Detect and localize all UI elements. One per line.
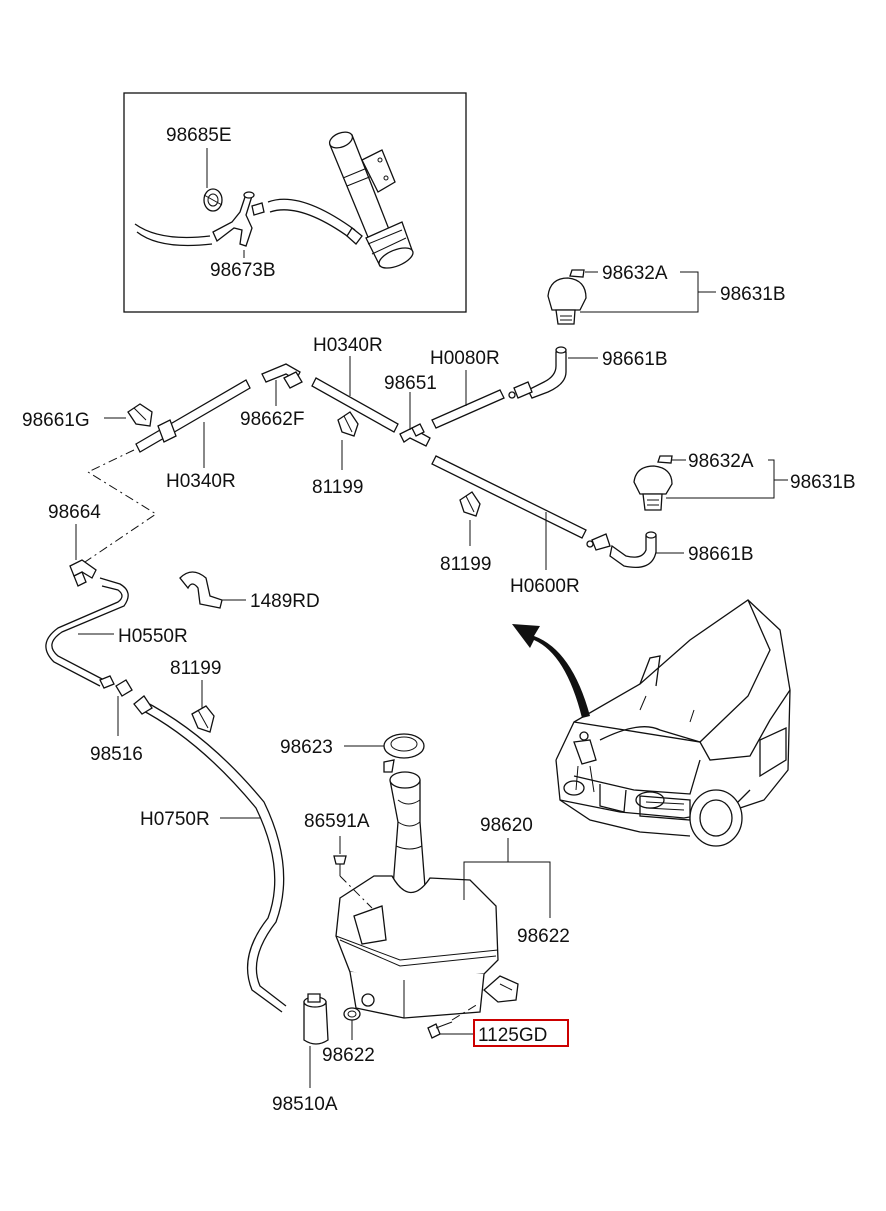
label-98631B-mid: 98631B: [790, 472, 856, 493]
label-98632A-mid: 98632A: [688, 451, 754, 472]
label-98651: 98651: [384, 373, 437, 394]
label-81199-c: 81199: [170, 658, 221, 679]
elbow-hose-98661B-top: [527, 351, 567, 399]
label-98510A: 98510A: [272, 1094, 338, 1115]
label-98622-right: 98622: [517, 926, 570, 947]
clip-81199-b: [459, 491, 481, 517]
bracket-98620: [463, 838, 551, 918]
label-98516: 98516: [90, 744, 143, 765]
clip-81199-c: [191, 705, 215, 733]
label-98622-bottom: 98622: [322, 1045, 375, 1066]
inset-hose-left: [134, 223, 213, 247]
routing-dashed-line: [81, 449, 157, 565]
inset-frame: [123, 92, 467, 313]
label-H0750R: H0750R: [140, 809, 210, 830]
elbow-98662F: [261, 363, 303, 389]
leader-1125GD-dash: [451, 1003, 479, 1021]
label-98661B-top: 98661B: [602, 349, 668, 370]
t-connector-98651: [399, 423, 431, 447]
label-98632A-top: 98632A: [602, 263, 668, 284]
hose-H0340R-left: [135, 379, 251, 453]
washer-nozzle-lower: [633, 455, 673, 511]
inset-clip: [203, 188, 223, 212]
bracket-98631B-mid: [666, 459, 788, 499]
hose-H0600R: [431, 455, 587, 539]
connector-lower: [586, 533, 611, 551]
label-98623: 98623: [280, 737, 333, 758]
hose-H0750R-end: [133, 695, 153, 715]
label-H0340R-top: H0340R: [313, 335, 383, 356]
filler-cap-98623: [383, 733, 425, 773]
clip-86591A: [333, 855, 347, 876]
label-98664: 98664: [48, 502, 101, 523]
elbow-hose-98661B-mid: [609, 535, 657, 569]
washer-pump-98510A: [303, 993, 329, 1045]
location-arrow: [512, 624, 590, 718]
hose-H0750R: [137, 699, 287, 1013]
hose-H0550R: [45, 577, 129, 687]
label-86591A: 86591A: [304, 811, 370, 832]
bracket-98631B-top: [580, 271, 716, 313]
connector-upper: [508, 381, 533, 399]
leader-86591A: [339, 875, 373, 909]
label-H0600R: H0600R: [510, 576, 580, 597]
inset-y-connector: [212, 191, 255, 247]
bolt-1125GD: [427, 1021, 453, 1039]
clip-1489RD: [179, 571, 223, 609]
hose-H0340R-upper: [311, 377, 399, 433]
label-98661B-mid: 98661B: [688, 544, 754, 565]
connector-98664: [69, 559, 97, 587]
grommet-98622: [343, 1007, 361, 1021]
label-98620: 98620: [480, 815, 533, 836]
label-H0550R: H0550R: [118, 626, 188, 647]
inset-hose-right: [267, 198, 356, 239]
hose-clip: [157, 419, 177, 443]
highlight-box-1125GD[interactable]: [473, 1019, 569, 1047]
label-inset-98673B: 98673B: [210, 260, 276, 281]
label-inset-98685E: 98685E: [166, 125, 232, 146]
inset-headlamp-nozzle: [328, 131, 414, 269]
label-81199-b: 81199: [440, 554, 491, 575]
joint-98516: [99, 675, 133, 697]
label-81199-a: 81199: [312, 477, 363, 498]
inset-detail: 98685E 98673B: [123, 92, 467, 313]
washer-reservoir-98620: [335, 771, 519, 1019]
label-98662F: 98662F: [240, 409, 304, 430]
clip-81199-a: [337, 411, 359, 437]
label-1125GD: 1125GD: [478, 1025, 547, 1046]
hose-H0080R: [431, 389, 505, 429]
label-H0080R: H0080R: [430, 348, 500, 369]
label-H0340R-left: H0340R: [166, 471, 236, 492]
label-98631B-top: 98631B: [720, 284, 786, 305]
inset-short-hose: [251, 202, 265, 216]
label-1489RD: 1489RD: [250, 591, 320, 612]
label-98661G: 98661G: [22, 410, 90, 431]
clip-98661G: [127, 403, 153, 427]
car-illustration: [555, 599, 791, 847]
washer-nozzle-upper: [547, 269, 587, 325]
